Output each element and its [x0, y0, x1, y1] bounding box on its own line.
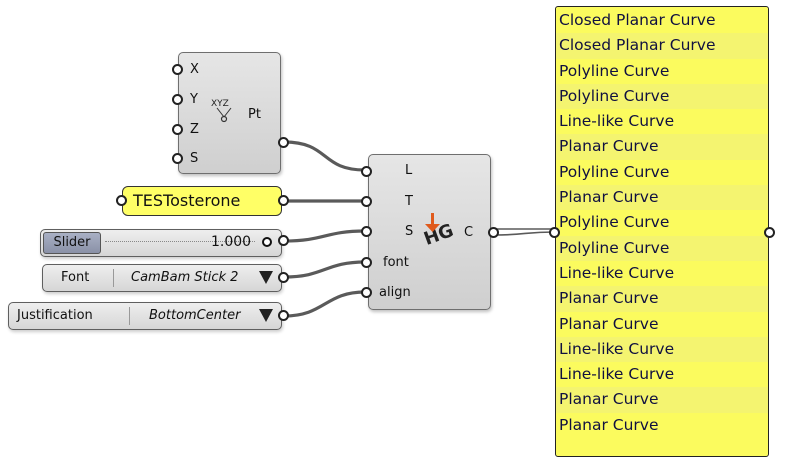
font-value: CamBam Stick 2: [131, 270, 239, 285]
slider-label: Slider: [43, 232, 101, 254]
font-output-grip[interactable]: [278, 272, 289, 283]
slider-handle[interactable]: [262, 237, 272, 247]
construct-point-icon: XYZ: [209, 95, 239, 125]
input-align-label: align: [379, 285, 411, 300]
text-tag-component[interactable]: L T S font align HG C: [368, 154, 491, 310]
wire-point-to-location: [283, 140, 366, 172]
text-parameter-value: TESTosterone: [133, 191, 241, 210]
input-y-grip[interactable]: [172, 94, 183, 105]
list-item: Polyline Curve: [556, 83, 768, 110]
wire-slider-to-size: [283, 229, 366, 243]
list-item: Line-like Curve: [556, 260, 768, 287]
output-c-grip[interactable]: [488, 227, 499, 238]
text-parameter-input-grip[interactable]: [116, 195, 127, 206]
slider-output-grip[interactable]: [278, 235, 289, 246]
list-item: Closed Planar Curve: [556, 8, 768, 34]
panel-input-grip[interactable]: [549, 227, 560, 238]
list-item: Line-like Curve: [556, 336, 768, 363]
justification-value-list[interactable]: Justification BottomCenter: [8, 302, 282, 330]
font-dropdown-arrow-icon[interactable]: [259, 271, 273, 284]
wire-curves-to-panel-b: [493, 231, 556, 236]
list-item: Line-like Curve: [556, 362, 768, 388]
output-pt-label: Pt: [248, 107, 261, 122]
list-item: Closed Planar Curve: [556, 33, 768, 59]
font-divider: [113, 269, 114, 287]
input-l-label: L: [405, 163, 413, 178]
list-item: Line-like Curve: [556, 109, 768, 135]
input-align-grip[interactable]: [361, 287, 372, 298]
construct-point-component[interactable]: X Y Z S XYZ Pt: [178, 52, 281, 174]
input-x-label: X: [190, 62, 199, 77]
input-font-label: font: [383, 255, 409, 270]
input-y-label: Y: [190, 92, 198, 107]
wire-justification-to-align: [283, 290, 366, 318]
list-item: Planar Curve: [556, 286, 768, 312]
font-label: Font: [61, 270, 90, 285]
list-item: Planar Curve: [556, 311, 768, 337]
text-parameter[interactable]: TESTosterone: [122, 186, 282, 216]
list-item: Planar Curve: [556, 134, 768, 160]
justification-value: BottomCenter: [149, 308, 241, 323]
wire-font-to-font-input: [283, 260, 366, 279]
justification-label: Justification: [17, 308, 93, 323]
number-slider[interactable]: Slider 1.000: [40, 229, 282, 257]
font-value-list[interactable]: Font CamBam Stick 2: [42, 264, 282, 292]
list-item: Polyline Curve: [556, 58, 768, 84]
list-item: Planar Curve: [556, 185, 768, 211]
panel-output-grip[interactable]: [764, 227, 775, 238]
output-panel[interactable]: Closed Planar Curve Closed Planar Curve …: [555, 6, 769, 457]
slider-track[interactable]: [105, 241, 255, 242]
justification-output-grip[interactable]: [278, 310, 289, 321]
justification-dropdown-arrow-icon[interactable]: [259, 309, 273, 322]
input-font-grip[interactable]: [361, 257, 372, 268]
svg-text:XYZ: XYZ: [211, 99, 229, 109]
slider-value: 1.000: [211, 234, 252, 250]
output-c-label: C: [464, 225, 474, 240]
justification-divider: [129, 307, 130, 325]
list-item: Planar Curve: [556, 412, 768, 439]
list-item: Planar Curve: [556, 387, 768, 413]
list-item: Polyline Curve: [556, 159, 768, 186]
input-t-grip[interactable]: [361, 196, 372, 207]
input-s-label: S: [190, 151, 199, 166]
input-s-label: S: [405, 224, 414, 239]
list-item: Polyline Curve: [556, 235, 768, 261]
input-s-grip[interactable]: [361, 226, 372, 237]
input-s-grip[interactable]: [172, 153, 183, 164]
text-parameter-output-grip[interactable]: [278, 195, 289, 206]
input-z-label: Z: [190, 122, 199, 137]
input-l-grip[interactable]: [361, 166, 372, 177]
text-tag-icon: HG: [419, 211, 456, 250]
input-x-grip[interactable]: [172, 64, 183, 75]
input-t-label: T: [405, 194, 413, 209]
panel-item-list: Closed Planar Curve Closed Planar Curve …: [556, 8, 768, 439]
input-z-grip[interactable]: [172, 124, 183, 135]
list-item: Polyline Curve: [556, 210, 768, 236]
output-pt-grip[interactable]: [278, 137, 289, 148]
